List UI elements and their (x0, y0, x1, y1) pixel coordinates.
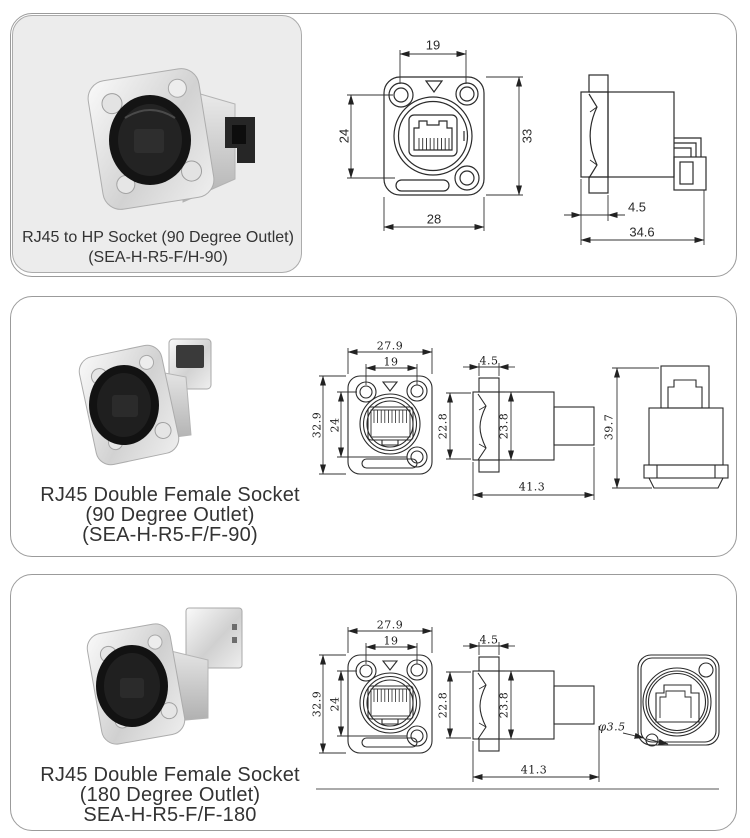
dim-label-rear-height: 39.7 (602, 413, 616, 441)
product-subtitle: (180 Degree Outlet) (79, 784, 261, 806)
dim-label-flange-thickness: 4.5 (479, 633, 499, 647)
product-title: RJ45 Double Female Socket (40, 484, 300, 506)
front-view-drawing (383, 76, 485, 196)
side-view-dimensions (446, 363, 595, 500)
side-view-dimensions (446, 642, 600, 782)
dim-label-hole-diameter: φ3.5 (598, 720, 626, 734)
rear-view-drawing (643, 365, 729, 489)
rj45-pins (373, 689, 407, 702)
product-caption: RJ45 Double Female Socket (180 Degree Ou… (21, 765, 319, 825)
rj45-pins (373, 410, 407, 423)
dim-label-hole-spacing-width: 19 (383, 355, 399, 369)
rj45-cavity (134, 129, 164, 153)
dim-label-total-depth: 41.3 (520, 763, 548, 777)
product-model: (SEA-H-R5-F/H-90) (88, 248, 228, 266)
front-view-drawing (347, 375, 433, 475)
product-photo-rj45-ff-90 (78, 338, 212, 466)
front-view-dimensions (347, 50, 523, 231)
dim-label-body-height: 23.8 (497, 412, 511, 440)
mounting-hole-3-5 (645, 733, 659, 747)
product-photo-rj45-hp-90 (87, 68, 255, 210)
front-view-dimensions (319, 348, 433, 475)
opening-highlight (124, 109, 176, 119)
housing-hole (232, 624, 237, 630)
photo-box: RJ45 to HP Socket (90 Degree Outlet) (SE… (12, 15, 302, 273)
hp-bracket-slot (232, 125, 246, 144)
rj45-cavity (120, 678, 144, 698)
rj45-pins (418, 138, 450, 150)
product-subtitle: (90 Degree Outlet) (85, 504, 255, 526)
side-view-drawing (472, 377, 595, 473)
rear-view-dimensions (612, 367, 659, 489)
front-view-dimensions (319, 627, 433, 754)
dim-label-hole-spacing-width: 19 (425, 37, 441, 53)
product-title: RJ45 Double Female Socket (40, 764, 300, 786)
orientation-triangle (424, 80, 444, 94)
product-model: (SEA-H-R5-F/F-90) (82, 524, 258, 546)
dim-label-flange-width: 27.9 (376, 339, 404, 353)
top-rj45-opening (176, 345, 204, 368)
dim-label-hole-spacing-width: 19 (383, 634, 399, 648)
dim-label-gasket-height: 22.8 (436, 691, 450, 719)
housing-hole (232, 637, 237, 643)
dim-label-flange-width: 27.9 (376, 618, 404, 632)
dim-label-total-depth: 34.6 (629, 224, 655, 240)
front-view-drawing (347, 654, 433, 754)
product-title: RJ45 to HP Socket (90 Degree Outlet) (22, 229, 294, 246)
side-view-drawing (472, 656, 595, 752)
orientation-triangle (381, 660, 399, 671)
product-caption: RJ45 to HP Socket (90 Degree Outlet) (SE… (14, 228, 302, 267)
rear-view-dimensions (316, 732, 719, 790)
orientation-triangle (381, 381, 399, 392)
dim-label-flange-height: 32.9 (310, 690, 324, 718)
dim-label-hole-spacing-height: 24 (328, 696, 342, 712)
dim-label-flange-height: 33 (519, 128, 535, 144)
dim-label-hole-spacing-height: 24 (336, 128, 352, 144)
rear-rj45-housing (185, 607, 243, 669)
dim-label-flange-height: 32.9 (310, 411, 324, 439)
product-photo-rj45-ff-180 (86, 607, 243, 745)
dim-label-body-height: 23.8 (497, 691, 511, 719)
dim-label-hole-spacing-height: 24 (328, 417, 342, 433)
product-section-rj45-ff-180: RJ45 Double Female Socket (180 Degree Ou… (10, 574, 737, 831)
dim-label-total-depth: 41.3 (518, 480, 546, 494)
product-caption: RJ45 Double Female Socket (90 Degree Out… (21, 485, 319, 545)
product-model: SEA-H-R5-F/F-180 (83, 804, 257, 826)
dim-label-gasket-height: 22.8 (436, 412, 450, 440)
side-view-drawing (580, 74, 707, 194)
dim-label-flange-width: 28 (426, 211, 442, 227)
dim-label-flange-thickness: 4.5 (627, 199, 647, 215)
dim-label-flange-thickness: 4.5 (479, 354, 499, 368)
rj45-cavity (112, 395, 138, 417)
rear-view-drawing (637, 654, 720, 747)
product-section-rj45-ff-90: RJ45 Double Female Socket (90 Degree Out… (10, 296, 737, 557)
product-section-rj45-hp-90: RJ45 to HP Socket (90 Degree Outlet) (SE… (10, 13, 737, 277)
